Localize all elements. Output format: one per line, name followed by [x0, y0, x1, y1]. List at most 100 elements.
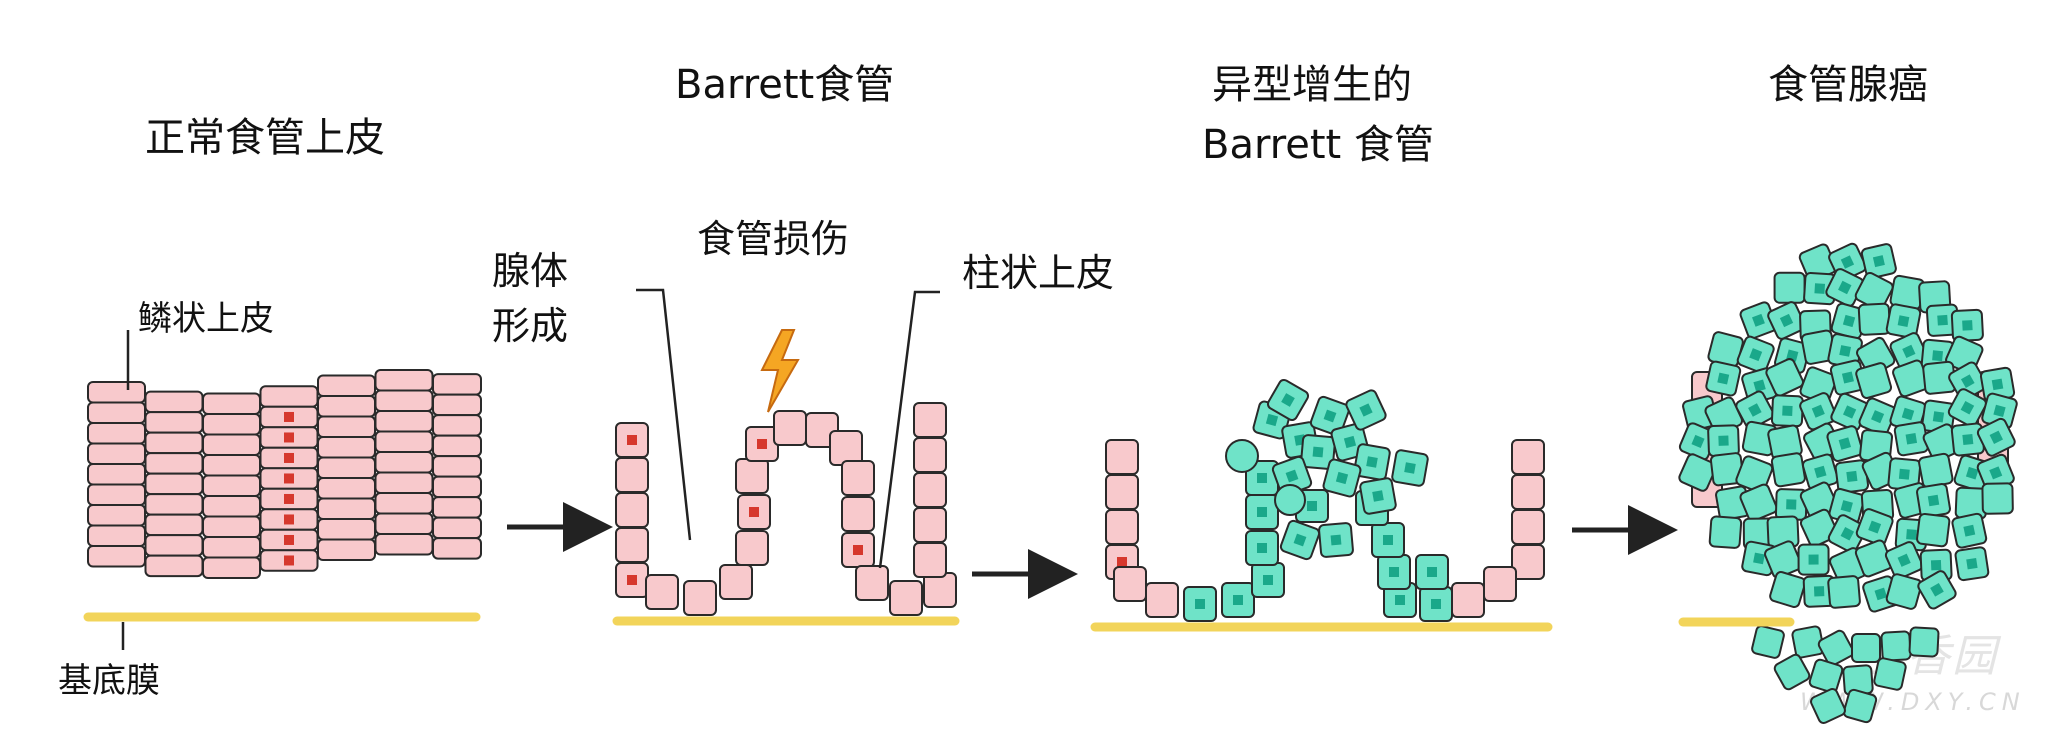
squamous-cell	[259, 467, 319, 490]
columnar-cell	[773, 410, 807, 446]
squamous-cell	[87, 422, 146, 445]
squamous-cell	[144, 513, 204, 537]
squamous-cell	[202, 454, 261, 477]
columnar-cell	[913, 542, 947, 578]
tumor-cell	[1739, 301, 1778, 340]
tumor-cell	[1797, 543, 1830, 576]
tumor-cell	[1884, 541, 1924, 580]
squamous-cell	[87, 545, 146, 568]
squamous-cell	[144, 534, 204, 557]
columnar-cell	[1451, 582, 1485, 618]
squamous-cell	[432, 516, 482, 540]
tumor-cell	[1887, 457, 1922, 492]
tumor-cell	[1769, 571, 1807, 608]
columnar-cell	[829, 430, 863, 466]
tumor-cell	[1770, 394, 1804, 428]
tumor-cell	[1707, 424, 1740, 458]
squamous-cell	[374, 389, 434, 413]
dysplastic-cell	[1345, 389, 1387, 431]
squamous-cell	[87, 381, 146, 404]
dysplastic-cell	[1415, 554, 1449, 590]
tumor-cell	[1918, 452, 1954, 489]
dysplastic-cell	[1279, 519, 1321, 561]
tumor-cell	[1736, 335, 1775, 374]
squamous-cell	[432, 496, 482, 519]
tumor-cell	[1773, 271, 1806, 304]
squamous-cell	[202, 433, 261, 457]
dysplastic-cell	[1266, 378, 1310, 422]
dysplastic-cell	[1251, 562, 1285, 598]
columnar-cell	[615, 562, 649, 598]
gland-label-line1: 腺体	[492, 249, 569, 293]
squamous-cell	[374, 410, 434, 433]
tumor-cell	[1705, 360, 1742, 397]
squamous-cell	[259, 487, 319, 511]
squamous-cell	[144, 493, 204, 516]
columnar-cell	[913, 472, 947, 508]
stage2-title: Barrett食管	[675, 62, 895, 108]
squamous-cell	[87, 401, 146, 424]
squamous-cell	[432, 434, 482, 458]
tumor-cell	[1950, 422, 1985, 457]
tumor-cell	[1826, 425, 1864, 462]
squamous-cell	[374, 533, 434, 556]
squamous-cell	[374, 492, 434, 515]
stage4-title: 食管腺癌	[1768, 62, 1928, 108]
squamous-cell	[317, 538, 376, 562]
invading-tumor-cell	[1808, 658, 1844, 694]
dysplastic-cell	[1353, 443, 1391, 481]
adenocarcinoma-mass	[1678, 242, 2018, 724]
columnar-cell	[615, 527, 649, 563]
columnar-cell	[1105, 509, 1139, 545]
gland-label-line2: 形成	[492, 304, 569, 348]
stage1-title: 正常食管上皮	[145, 115, 385, 161]
squamous-cell	[259, 508, 319, 531]
dysplastic-cell	[1318, 522, 1354, 558]
columnar-cell	[913, 507, 947, 543]
dysplastic-cell	[1419, 586, 1453, 622]
squamous-cell	[144, 554, 204, 578]
lightning-icon	[760, 329, 800, 413]
columnar-cell	[615, 492, 649, 528]
squamous-cell	[317, 436, 376, 459]
dysplastic-cell	[1371, 522, 1405, 558]
columnar-cell	[923, 572, 957, 608]
dysplastic-cell	[1221, 582, 1255, 618]
dysplastic-cell	[1309, 395, 1351, 437]
tumor-cell	[1950, 308, 1984, 342]
invading-tumor-cell	[1810, 688, 1846, 724]
tumor-cell	[1954, 546, 1990, 582]
columnar-cell	[1511, 509, 1545, 545]
squamous-cell	[202, 474, 261, 498]
squamous-cell	[87, 483, 146, 506]
squamous-cell	[87, 524, 146, 547]
squamous-cell	[259, 549, 319, 572]
dysplastic-round-cell	[1274, 484, 1306, 516]
squamous-cell	[259, 528, 319, 552]
columnar-cell	[841, 532, 875, 568]
tumor-cell	[1916, 512, 1951, 548]
dysplastic-barrett-cells	[1105, 378, 1545, 622]
tumor-cell	[1770, 452, 1806, 488]
tumor-cell	[1739, 483, 1778, 522]
columnar-cell	[841, 460, 875, 496]
dysplastic-cell	[1322, 458, 1362, 498]
squamous-cell	[202, 536, 261, 559]
squamous-cell	[374, 451, 434, 474]
stage3-title-line2: Barrett 食管	[1202, 122, 1434, 168]
columnar-cell	[1483, 566, 1517, 602]
columnar-cell	[745, 426, 779, 462]
dysplastic-cell	[1183, 586, 1217, 622]
tumor-cell	[1855, 508, 1894, 546]
columnar-cell	[1511, 439, 1545, 475]
dysplastic-cell	[1391, 449, 1429, 487]
columnar-label: 柱状上皮	[962, 251, 1115, 295]
squamous-cell	[87, 442, 146, 465]
squamous-cell	[317, 395, 376, 418]
columnar-cell	[913, 437, 947, 473]
columnar-cell	[1145, 582, 1179, 618]
injury-label: 食管损伤	[697, 217, 850, 261]
squamous-cell	[144, 411, 204, 434]
tumor-cell	[1765, 358, 1804, 397]
